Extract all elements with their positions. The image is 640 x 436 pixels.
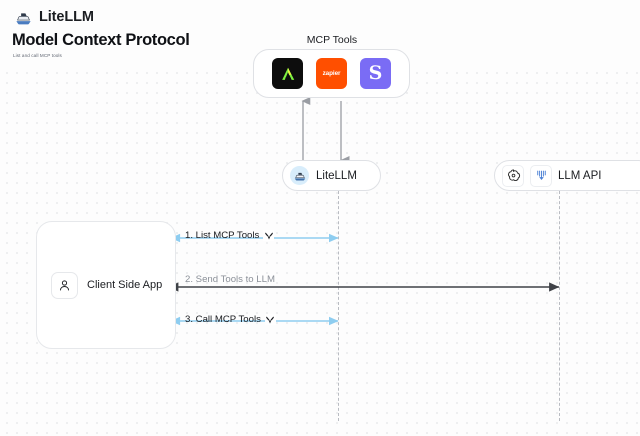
anthropic-claude-icon (530, 164, 552, 187)
node-client-side-app[interactable]: Client Side App (36, 221, 176, 349)
tools-wrench-icon (264, 314, 276, 325)
edge-step2-label: 2. Send Tools to LLM (185, 274, 275, 285)
edge-step2-text: 2. Send Tools to LLM (185, 274, 275, 285)
page-title: Model Context Protocol (12, 31, 190, 49)
edge-step3-text: 3. Call MCP Tools (185, 314, 261, 325)
edges-layer (168, 96, 560, 326)
node-llm-api[interactable]: LLM API (494, 160, 640, 191)
lifeline-llm-api (559, 191, 560, 421)
edge-step1-text: 1. List MCP Tools (185, 230, 260, 241)
zapier-icon[interactable]: zapier (316, 58, 347, 89)
openai-icon (502, 164, 524, 187)
lifeline-litellm (338, 191, 339, 421)
node-litellm[interactable]: LiteLLM (282, 160, 381, 191)
mcp-tools-group[interactable]: zapier S (253, 49, 410, 98)
edge-step1-label: 1. List MCP Tools (185, 230, 275, 241)
anthropic-icon[interactable] (272, 58, 303, 89)
edge-step3-label: 3. Call MCP Tools (185, 314, 276, 325)
brand-name: LiteLLM (39, 9, 94, 25)
zapier-icon-label: zapier (322, 70, 341, 77)
mcp-tools-group-label: MCP Tools (306, 34, 358, 46)
node-client-side-app-label: Client Side App (87, 279, 163, 291)
node-llm-api-label: LLM API (558, 169, 602, 182)
slack-s-icon[interactable]: S (360, 58, 391, 89)
slack-icon-label: S (368, 62, 383, 84)
page-subtitle: List and call MCP tools (13, 53, 62, 58)
brand: LiteLLM (14, 7, 94, 27)
litellm-boat-icon (14, 8, 33, 27)
diagram-canvas (0, 66, 640, 436)
litellm-avatar-icon (290, 166, 309, 185)
tools-wrench-icon (263, 230, 275, 241)
node-litellm-label: LiteLLM (316, 169, 357, 182)
user-person-icon (51, 271, 78, 299)
